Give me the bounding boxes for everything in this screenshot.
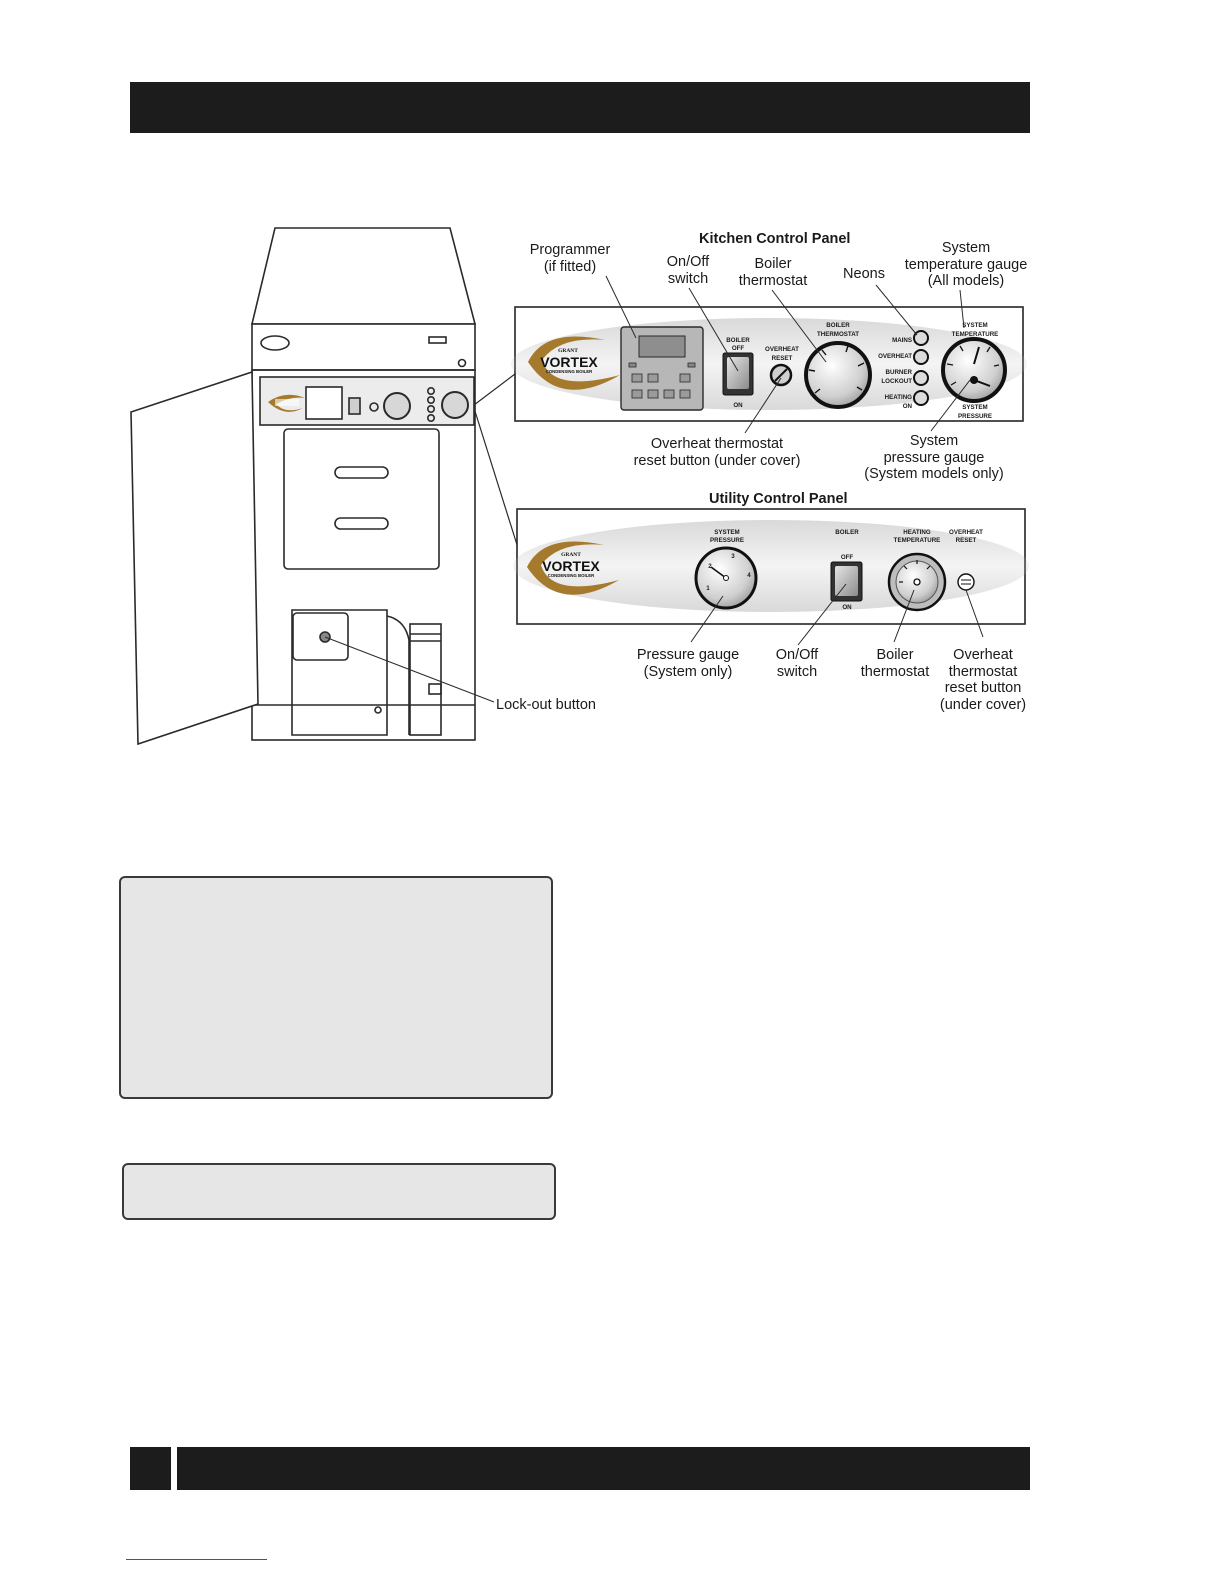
kitchen-neon-lights: MAINS OVERHEAT BURNER LOCKOUT HEATING ON (878, 330, 929, 410)
leader-lines (324, 275, 984, 703)
util-pressure-label-2: PRESSURE (710, 537, 744, 544)
neon-overheat (913, 349, 929, 365)
reset-label: RESET (772, 355, 793, 362)
logo-top-text: GRANT (558, 348, 578, 354)
utility-onoff-switch[interactable]: BOILER OFF ON (830, 529, 863, 611)
logo-main-text-2: VORTEX (542, 558, 600, 574)
off-label: OFF (732, 345, 745, 352)
util-off-label: OFF (841, 554, 854, 561)
boiler-thermostat-label-2: THERMOSTAT (817, 331, 859, 338)
overheat-label: OVERHEAT (765, 346, 799, 353)
on-label: ON (733, 402, 743, 409)
logo-sub-text-2: CONDENSING BOILER (548, 573, 595, 578)
logo-sub-text: CONDENSING BOILER (546, 369, 593, 374)
programmer-unit[interactable] (620, 326, 704, 411)
util-reset-label: RESET (956, 537, 977, 544)
note-box-large (119, 876, 553, 1099)
header-bar (130, 82, 1030, 133)
neon-mains-label: MAINS (892, 337, 912, 344)
label-lockout-button: Lock-out button (496, 697, 596, 713)
neon-burner-label: BURNER (886, 369, 913, 376)
label-utility-pressure-gauge: Pressure gauge(System only) (636, 647, 740, 680)
kitchen-boiler-thermostat-dial[interactable]: BOILER THERMOSTAT (804, 322, 872, 409)
neon-overheat-label: OVERHEAT (878, 353, 912, 360)
util-boiler-label: BOILER (835, 529, 859, 536)
footer-page-tab (130, 1447, 171, 1490)
kitchen-panel-title: Kitchen Control Panel (699, 231, 851, 247)
util-heating-label-1: HEATING (903, 529, 931, 536)
kitchen-overheat-reset-button[interactable]: OVERHEAT RESET (765, 346, 799, 387)
mini-logo (268, 394, 305, 412)
kitchen-vortex-logo: GRANT VORTEX CONDENSING BOILER (528, 336, 620, 390)
system-pressure-label-1: SYSTEM (962, 404, 987, 411)
util-tick-1: 1 (706, 585, 710, 592)
footer-link-line (126, 1559, 267, 1560)
neon-heating-label: HEATING (885, 394, 913, 401)
logo-main-text: VORTEX (540, 354, 598, 370)
note-box-small (122, 1163, 556, 1220)
neon-heating-on (913, 390, 929, 406)
kitchen-control-panel: GRANT VORTEX CONDENSING BOILER BOILER OF… (511, 306, 1027, 422)
footer-bar (177, 1447, 1030, 1490)
util-tick-4: 4 (747, 572, 751, 579)
label-programmer: Programmer(if fitted) (529, 242, 611, 275)
neon-on-label: ON (903, 403, 913, 410)
system-pressure-label-2: PRESSURE (958, 413, 992, 420)
util-pressure-label-1: SYSTEM (714, 529, 739, 536)
util-tick-3: 3 (731, 553, 735, 560)
utility-heating-temperature-dial[interactable]: HEATING TEMPERATURE (887, 529, 947, 612)
util-tick-2: 2 (708, 563, 712, 570)
utility-panel-title: Utility Control Panel (709, 491, 848, 507)
utility-pressure-gauge: SYSTEM PRESSURE 1 2 3 4 (694, 529, 758, 610)
utility-control-panel: GRANT VORTEX CONDENSING BOILER SYSTEM PR… (513, 508, 1029, 625)
logo-top-text-2: GRANT (561, 552, 581, 558)
util-heating-label-2: TEMPERATURE (894, 537, 941, 544)
utility-vortex-logo: GRANT VORTEX CONDENSING BOILER (527, 541, 619, 595)
system-temp-label-2: TEMPERATURE (952, 331, 999, 338)
util-on-label: ON (842, 604, 852, 611)
kitchen-system-gauge: SYSTEM TEMPERATURE SYSTEM PRESSURE (941, 322, 1007, 420)
kitchen-onoff-switch[interactable]: BOILER OFF ON (722, 337, 754, 409)
system-temp-label-1: SYSTEM (962, 322, 987, 329)
boiler-label: BOILER (726, 337, 750, 344)
neon-burner-lockout (913, 370, 929, 386)
neon-lockout-label: LOCKOUT (881, 378, 912, 385)
util-overheat-label: OVERHEAT (949, 529, 983, 536)
neon-mains (913, 330, 929, 346)
label-neons: Neons (843, 266, 885, 282)
boiler-thermostat-label-1: BOILER (826, 322, 850, 329)
boiler-cabinet (130, 227, 477, 746)
